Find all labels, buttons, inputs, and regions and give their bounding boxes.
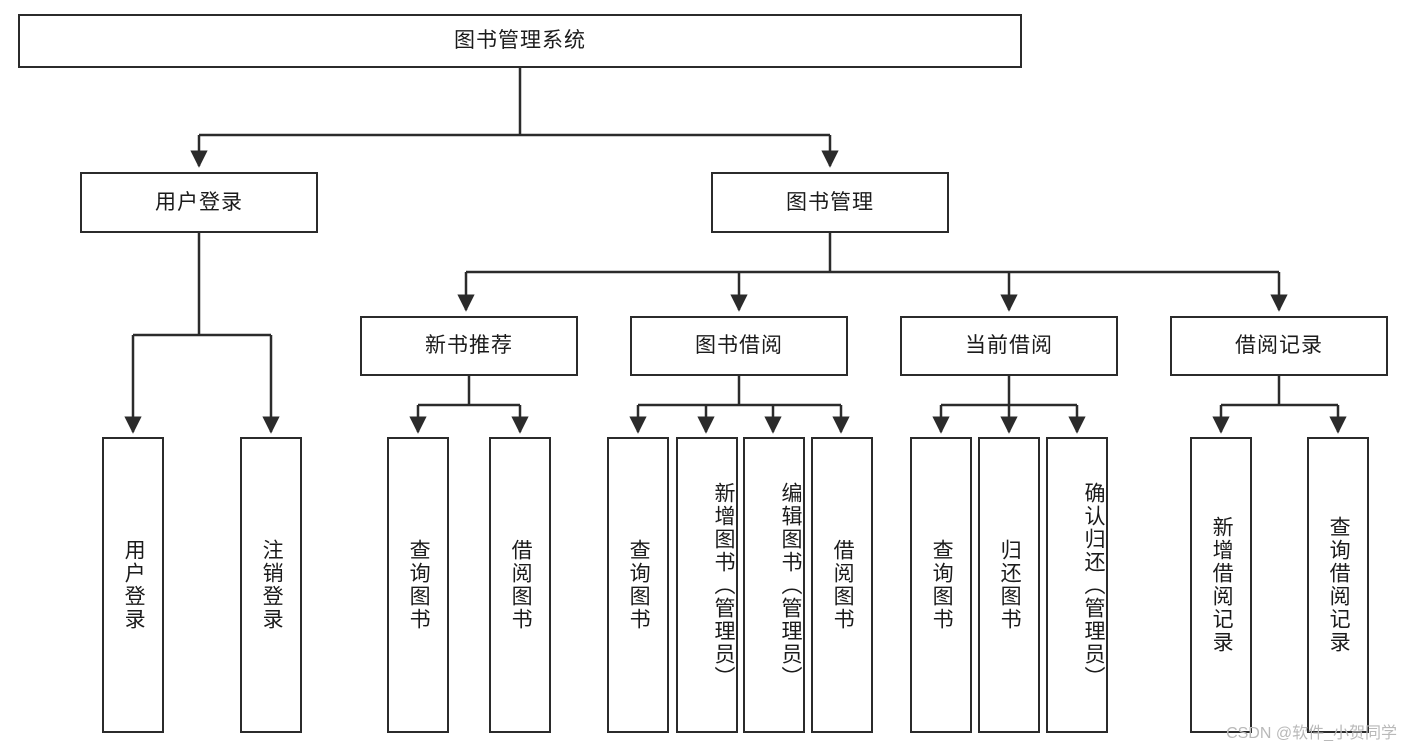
leaf-query-book-2-label: 查询图书 — [627, 539, 651, 631]
leaf-confirm-return-label: 确认归还（管理员） — [1082, 481, 1105, 689]
leaf-borrow-book-1[interactable]: 借阅图书 — [489, 437, 551, 733]
leaf-user-login[interactable]: 用户登录 — [102, 437, 164, 733]
node-book-borrow-label: 图书借阅 — [695, 334, 783, 358]
csdn-watermark: CSDN @软件_小贺同学 — [1226, 725, 1397, 742]
leaf-logout-label: 注销登录 — [260, 539, 284, 631]
node-new-book-recommend-label: 新书推荐 — [425, 334, 513, 358]
leaf-confirm-return[interactable]: 确认归还（管理员） — [1046, 437, 1108, 733]
node-root-label: 图书管理系统 — [454, 29, 586, 53]
leaf-query-book-2[interactable]: 查询图书 — [607, 437, 669, 733]
leaf-query-book-1[interactable]: 查询图书 — [387, 437, 449, 733]
node-book-manage-label: 图书管理 — [786, 190, 874, 214]
leaf-query-record[interactable]: 查询借阅记录 — [1307, 437, 1369, 733]
node-borrow-record[interactable]: 借阅记录 — [1170, 316, 1388, 376]
node-user-login-label: 用户登录 — [155, 190, 243, 214]
leaf-add-record[interactable]: 新增借阅记录 — [1190, 437, 1252, 733]
leaf-query-record-label: 查询借阅记录 — [1327, 516, 1351, 654]
leaf-return-book[interactable]: 归还图书 — [978, 437, 1040, 733]
leaf-add-book[interactable]: 新增图书（管理员） — [676, 437, 738, 733]
leaf-query-book-1-label: 查询图书 — [407, 539, 431, 631]
leaf-user-login-label: 用户登录 — [122, 539, 146, 631]
leaf-borrow-book-2[interactable]: 借阅图书 — [811, 437, 873, 733]
leaf-edit-book[interactable]: 编辑图书（管理员） — [743, 437, 805, 733]
node-book-manage[interactable]: 图书管理 — [711, 172, 949, 233]
leaf-add-book-label: 新增图书（管理员） — [712, 481, 735, 689]
node-new-book-recommend[interactable]: 新书推荐 — [360, 316, 578, 376]
node-root[interactable]: 图书管理系统 — [18, 14, 1022, 68]
node-user-login[interactable]: 用户登录 — [80, 172, 318, 233]
leaf-borrow-book-2-label: 借阅图书 — [831, 539, 855, 631]
leaf-add-record-label: 新增借阅记录 — [1210, 516, 1234, 654]
leaf-query-book-3[interactable]: 查询图书 — [910, 437, 972, 733]
leaf-edit-book-label: 编辑图书（管理员） — [779, 481, 802, 689]
leaf-logout[interactable]: 注销登录 — [240, 437, 302, 733]
node-current-borrow[interactable]: 当前借阅 — [900, 316, 1118, 376]
node-current-borrow-label: 当前借阅 — [965, 334, 1053, 358]
leaf-query-book-3-label: 查询图书 — [930, 539, 954, 631]
node-borrow-record-label: 借阅记录 — [1235, 334, 1323, 358]
leaf-return-book-label: 归还图书 — [998, 539, 1022, 631]
node-book-borrow[interactable]: 图书借阅 — [630, 316, 848, 376]
leaf-borrow-book-1-label: 借阅图书 — [509, 539, 533, 631]
